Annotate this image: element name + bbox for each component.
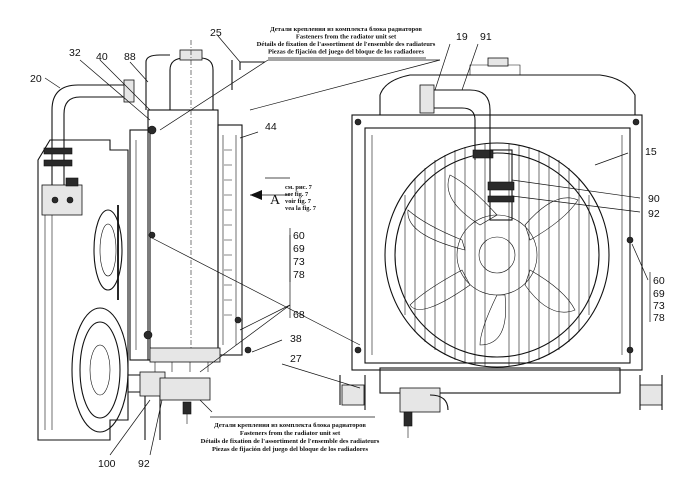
inlet-pipe — [419, 84, 494, 160]
engine-side-view — [37, 79, 211, 441]
callout-numbers: 20 32 40 88 25 44 68 38 27 100 92 19 91 … — [30, 27, 660, 470]
callout-100: 100 — [98, 458, 116, 470]
stack-left-item: 69 — [293, 243, 305, 255]
caption-top-es: Piezas de fijación del juego del bloque … — [268, 49, 425, 56]
caption-bottom-en: Fasteners from the radiator unit set — [240, 430, 341, 437]
caption-bottom-es: Piezas de fijación del juego del bloque … — [212, 446, 369, 453]
callout-68: 68 — [293, 309, 305, 321]
stack-right-item: 78 — [653, 312, 665, 324]
lower-water-pipe — [128, 371, 211, 440]
grille — [404, 144, 590, 366]
callout-25: 25 — [210, 27, 222, 39]
callout-32: 32 — [69, 47, 81, 59]
view-ref-ru: см. рис. 7 — [285, 184, 313, 191]
caption-bottom-ru: Детали крепления из комплекта блока ради… — [214, 422, 366, 429]
stack-left-item: 78 — [293, 269, 305, 281]
view-ref-en: see fig. 7 — [285, 191, 309, 198]
callout-19: 19 — [456, 31, 468, 43]
caption-top: Детали крепления из комплекта блока ради… — [257, 26, 436, 59]
view-reference-a: A см. рис. 7 see fig. 7 voir fig. 7 vea … — [250, 184, 317, 212]
callout-90: 90 — [648, 193, 660, 205]
callout-92-bottom: 92 — [138, 458, 150, 470]
callout-stack-right: 60 69 73 78 — [649, 272, 665, 324]
caption-top-fr: Détails de fixation de l'assortiment de … — [257, 41, 436, 48]
fan — [384, 142, 610, 368]
callout-38: 38 — [290, 333, 302, 345]
stack-right-item: 69 — [653, 288, 665, 300]
view-ref-es: vea la fig. 7 — [285, 205, 317, 212]
callout-40: 40 — [96, 51, 108, 63]
callout-44: 44 — [265, 121, 277, 133]
caption-top-en: Fasteners from the radiator unit set — [296, 34, 397, 41]
water-pump — [41, 177, 83, 216]
callout-20: 20 — [30, 73, 42, 85]
stack-left-item: 73 — [293, 256, 305, 268]
callout-91: 91 — [480, 31, 492, 43]
upper-water-pipe — [43, 79, 135, 185]
radiator-front-view — [339, 57, 663, 438]
expansion-tank — [145, 40, 214, 360]
caption-bottom: Детали крепления из комплекта блока ради… — [201, 416, 380, 453]
callout-88: 88 — [124, 51, 136, 63]
callout-stack-left: 60 69 73 78 — [289, 228, 305, 282]
callout-27: 27 — [290, 353, 302, 365]
caption-top-ru: Детали крепления из комплекта блока ради… — [270, 26, 422, 33]
radiator-side-view — [129, 40, 265, 372]
pulley — [71, 205, 129, 433]
view-ref-fr: voir fig. 7 — [285, 198, 312, 205]
callout-15: 15 — [645, 146, 657, 158]
fin-marks — [224, 149, 232, 316]
stack-right-item: 73 — [653, 300, 665, 312]
stack-right-item: 60 — [653, 275, 665, 287]
leader-lines — [44, 35, 649, 456]
stack-left-item: 60 — [293, 230, 305, 242]
callout-92-right: 92 — [648, 208, 660, 220]
caption-bottom-fr: Détails de fixation de l'assortiment de … — [201, 438, 380, 445]
view-letter: A — [270, 193, 281, 208]
